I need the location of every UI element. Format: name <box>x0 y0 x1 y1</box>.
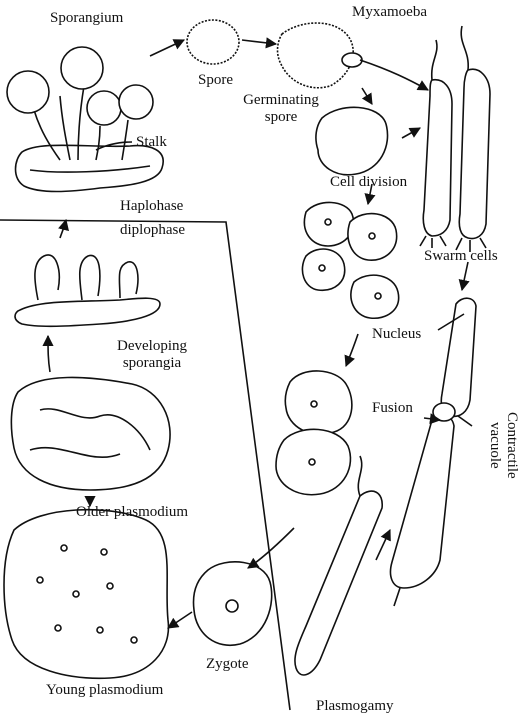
sporangium-cluster <box>6 46 164 193</box>
label-developing-sporangia: Developing sporangia <box>100 338 204 372</box>
label-zygote: Zygote <box>206 656 249 672</box>
label-spore: Spore <box>198 72 233 88</box>
label-sporangium: Sporangium <box>50 10 124 26</box>
label-haplophase: Haplohase <box>120 198 184 214</box>
contractile-pointer <box>457 415 473 427</box>
label-swarm-cells: Swarm cells <box>424 248 498 264</box>
dividing-amoebae <box>301 201 400 319</box>
stalk-pointer <box>95 141 133 151</box>
label-germinating-line1: Germinating <box>243 92 319 108</box>
label-stalk: Stalk <box>136 134 167 150</box>
nucleus-pointer <box>437 313 465 331</box>
label-contractile-vacuole: Contractile vacuole <box>486 412 520 479</box>
young-plasmodium-cell <box>3 508 170 680</box>
plasmogamy-cells <box>294 455 383 676</box>
older-plasmodium-cell <box>10 376 171 491</box>
label-young-plasmodium: Young plasmodium <box>46 682 164 698</box>
label-myxamoeba: Myxamoeba <box>352 4 427 20</box>
young-plasmodium-nuclei <box>36 544 138 644</box>
fusing-swarm-cells <box>389 297 477 607</box>
myxamoeba-cell <box>315 106 389 176</box>
developing-sporangia-cell <box>14 297 161 328</box>
fusion-amoebae <box>275 370 353 496</box>
label-fusion: Fusion <box>372 400 413 416</box>
spore-cell <box>186 19 240 65</box>
lifecycle-arrows <box>42 37 470 629</box>
label-diplophase: diplophase <box>120 222 185 238</box>
label-contractile-line2: vacuole <box>487 422 503 469</box>
phase-divider-line <box>0 219 291 711</box>
label-plasmogamy: Plasmogamy <box>316 698 394 714</box>
label-cell-division: Cell division <box>330 174 408 190</box>
label-developing-line2: sporangia <box>122 355 182 371</box>
label-nucleus: Nucleus <box>372 326 422 342</box>
label-germinating-line2: spore <box>264 109 298 125</box>
label-older-plasmodium: Older plasmodium <box>76 504 189 520</box>
label-developing-line1: Developing <box>117 338 187 354</box>
label-contractile-line1: Contractile <box>504 412 520 479</box>
germinating-spore-cell <box>276 22 354 89</box>
label-germinating-spore: Germinating spore <box>236 92 326 126</box>
swarm-cells <box>419 25 491 252</box>
